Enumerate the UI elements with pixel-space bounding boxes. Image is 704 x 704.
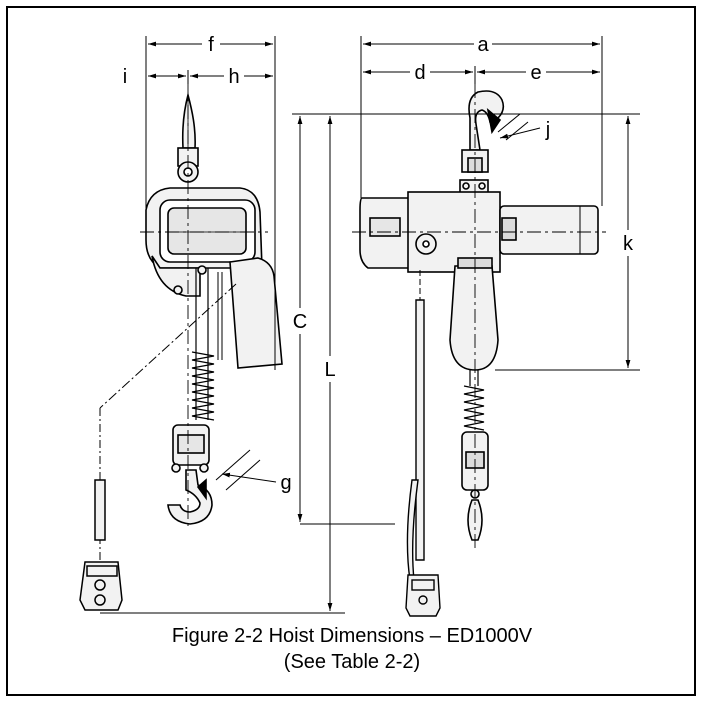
dim-label-e: e <box>530 62 541 84</box>
dim-label-C: C <box>293 311 307 333</box>
dim-label-h: h <box>228 66 239 88</box>
figure-caption-reference: (See Table 2-2) <box>283 651 421 673</box>
dim-label-a: a <box>477 34 489 56</box>
dimension-lines <box>100 36 640 614</box>
side-view-hoist <box>145 91 283 525</box>
dim-label-f: f <box>208 34 214 56</box>
dim-label-L: L <box>324 359 335 381</box>
dim-label-k: k <box>623 233 634 255</box>
figure-frame <box>6 6 696 696</box>
front-pendant <box>405 270 441 617</box>
figure-caption-title: Figure 2-2 Hoist Dimensions – ED1000V <box>171 625 533 647</box>
dim-label-j: j <box>545 119 550 141</box>
dim-label-g: g <box>280 472 291 494</box>
dim-label-d: d <box>414 62 425 84</box>
dim-label-i: i <box>123 66 127 88</box>
front-view-hoist <box>359 90 599 541</box>
pendant-control <box>79 408 123 611</box>
